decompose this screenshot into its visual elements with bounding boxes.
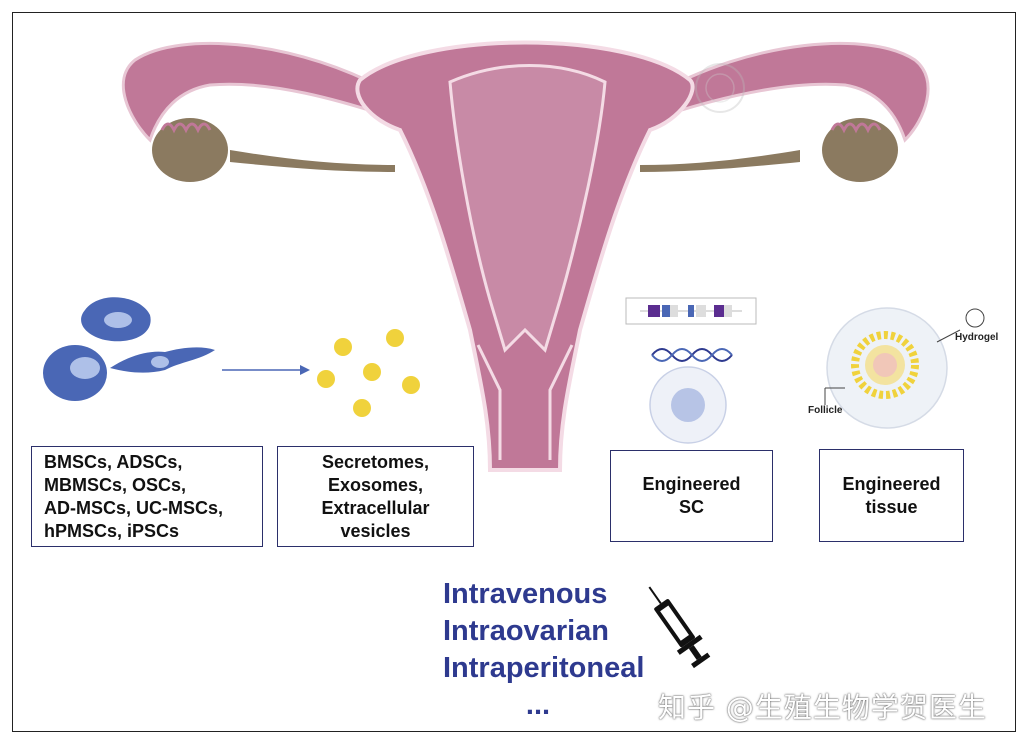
secretomes-line-2: Exosomes, [327,474,424,495]
left-ovary [152,118,395,182]
right-ovary [640,118,898,182]
route-intraperitoneal: Intraperitoneal [443,652,645,684]
cells-line-2: MBMSCs, OSCs, [44,474,187,495]
follicle-label: Follicle [808,405,843,416]
zhihu-watermark: 知乎 @生殖生物学贺医生 [658,691,987,724]
engineered-sc-line-1: Engineered [642,474,741,494]
route-intraovarian: Intraovarian [443,615,609,647]
hydrogel-label: Hydrogel [955,332,999,343]
cells-line-4: hPMSCs, iPSCs [44,520,180,541]
engineered-sc-line-2: SC [678,497,704,517]
dna-helix-icon [651,348,733,362]
syringe-icon [648,586,711,669]
vesicles [317,329,420,417]
secretomes-line-3: Extracellular [321,497,430,518]
right-arrow-icon [222,365,310,375]
engineered-sc-graphic [625,297,757,444]
engineered-tissue-graphic [824,307,985,429]
route-intravenous: Intravenous [443,578,608,610]
stem-cell-types-box: BMSCs, ADSCs, MBMSCs, OSCs, AD-MSCs, UC-… [31,446,263,547]
secretomes-line-4: vesicles [340,520,411,541]
secretomes-box: Secretomes, Exosomes, Extracellular vesi… [277,446,474,547]
seal-watermark [695,63,745,113]
engineered-sc-box: Engineered SC [610,450,773,542]
engineered-tissue-line-2: tissue [865,496,918,517]
engineered-tissue-line-1: Engineered [842,473,941,494]
route-ellipsis: ... [525,689,551,721]
cells-line-1: BMSCs, ADSCs, [44,451,183,472]
administration-routes: Intravenous Intraovarian Intraperitoneal… [443,576,644,724]
engineered-tissue-box: Engineered tissue [819,449,964,542]
secretomes-line-1: Secretomes, [321,451,430,472]
figure-frame [12,12,1016,732]
cells-line-3: AD-MSCs, UC-MSCs, [44,497,224,518]
uterus [121,40,930,472]
stem-cells [43,297,215,401]
